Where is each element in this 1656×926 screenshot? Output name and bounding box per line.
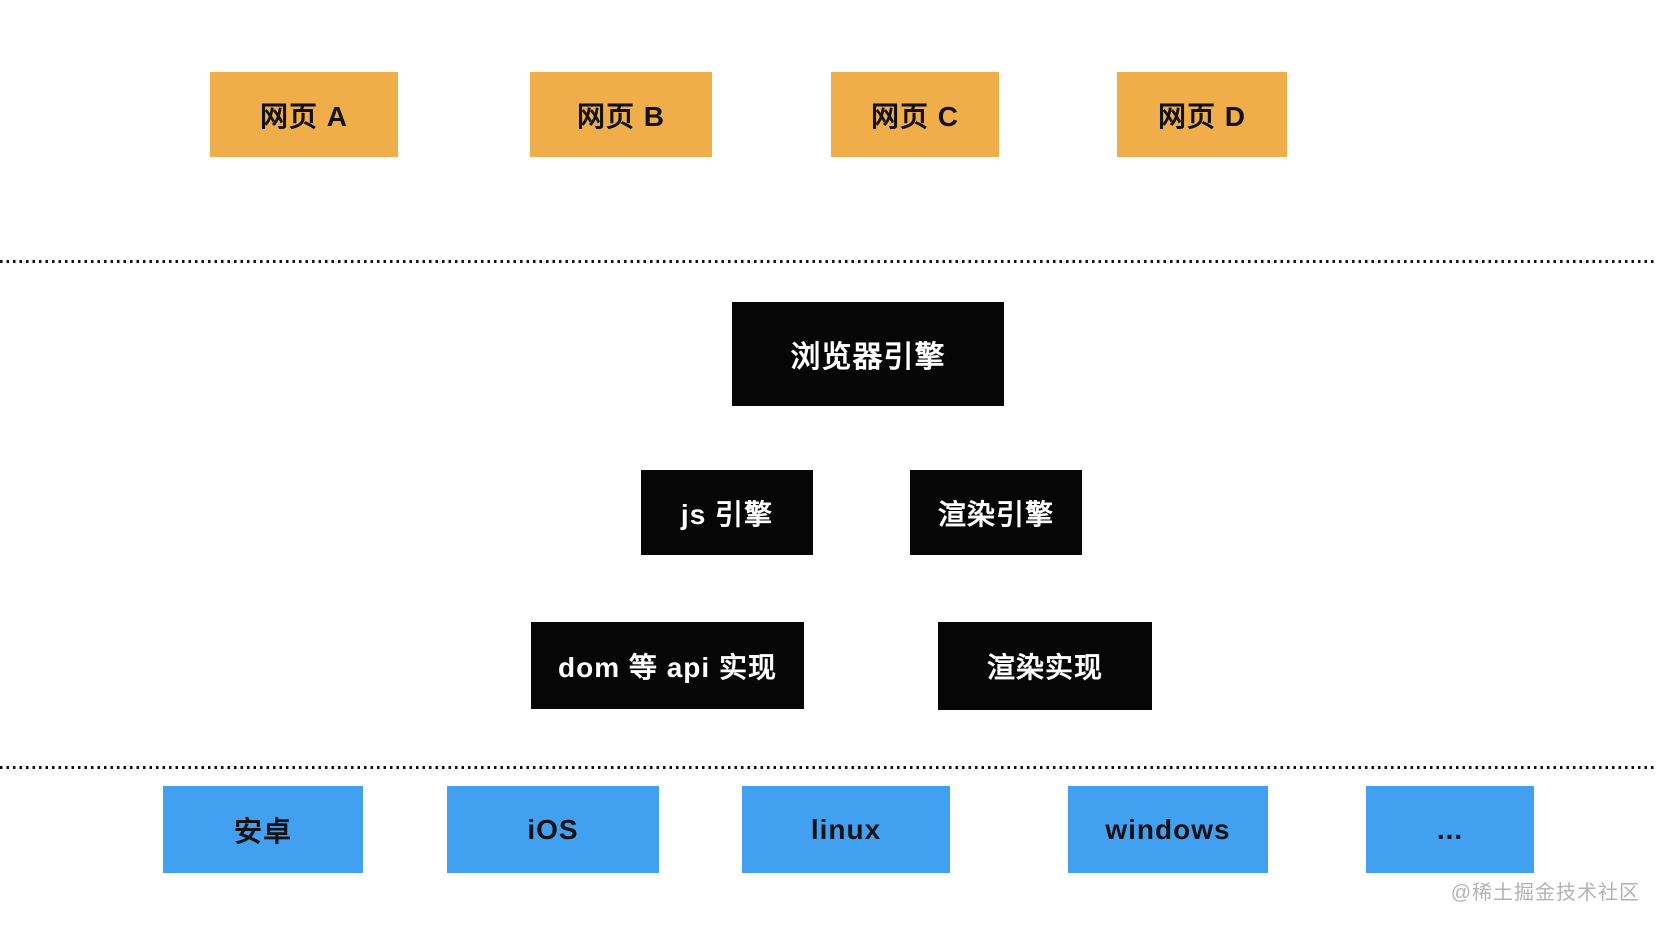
node-browser-engine: 浏览器引擎 <box>732 302 1004 406</box>
node-web-page-c-label: 网页 C <box>870 100 959 132</box>
watermark: @稀土掘金技术社区 <box>1450 882 1640 904</box>
node-web-page-b-label: 网页 B <box>576 100 665 132</box>
node-platform-ellipsis: ... <box>1366 786 1534 873</box>
node-platform-linux-label: linux <box>810 813 882 845</box>
node-render-implementation-label: 渲染实现 <box>986 652 1103 683</box>
node-dom-api-implementation-label: dom 等 api 实现 <box>558 651 777 683</box>
dotted-separator-top <box>0 260 1656 263</box>
node-platform-ios-label: iOS <box>527 813 579 845</box>
node-platform-android: 安卓 <box>163 786 363 873</box>
node-platform-android-label: 安卓 <box>233 815 292 847</box>
node-render-engine-label: 渲染引擎 <box>937 498 1054 530</box>
node-render-implementation: 渲染实现 <box>938 622 1152 710</box>
node-web-page-a-label: 网页 A <box>259 100 348 132</box>
node-platform-ellipsis-label: ... <box>1436 813 1464 845</box>
node-platform-linux: linux <box>742 786 950 873</box>
node-js-engine-label: js 引擎 <box>680 498 774 530</box>
node-platform-ios: iOS <box>447 786 659 873</box>
node-dom-api-implementation: dom 等 api 实现 <box>531 622 804 709</box>
node-platform-windows: windows <box>1068 786 1268 873</box>
node-web-page-d: 网页 D <box>1117 72 1287 157</box>
node-web-page-c: 网页 C <box>831 72 999 157</box>
node-web-page-b: 网页 B <box>530 72 712 157</box>
node-js-engine: js 引擎 <box>641 470 813 555</box>
node-browser-engine-label: 浏览器引擎 <box>790 341 946 374</box>
node-platform-windows-label: windows <box>1105 813 1231 845</box>
node-web-page-a: 网页 A <box>210 72 398 157</box>
dotted-separator-bottom <box>0 766 1656 769</box>
node-web-page-d-label: 网页 D <box>1157 100 1246 132</box>
node-render-engine: 渲染引擎 <box>910 470 1082 555</box>
